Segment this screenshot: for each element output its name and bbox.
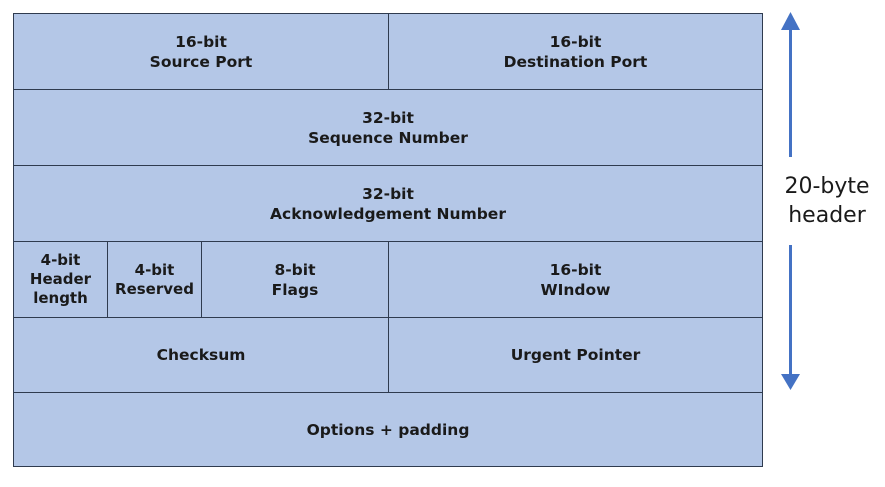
arrow-head-down bbox=[781, 374, 800, 390]
flags-size: 8-bit bbox=[274, 260, 316, 279]
destination-port-label: Destination Port bbox=[503, 52, 648, 71]
urgent-pointer-label: Urgent Pointer bbox=[510, 346, 641, 364]
header-length-size: 4-bit bbox=[40, 251, 81, 269]
arrow-shaft-bottom bbox=[789, 245, 792, 375]
options-padding-field: Options + padding bbox=[13, 392, 763, 467]
header-size-label: 20-byte header bbox=[772, 172, 882, 230]
checksum-field: Checksum bbox=[13, 317, 389, 393]
source-port-field: 16-bit Source Port bbox=[13, 13, 389, 90]
source-port-size: 16-bit bbox=[175, 32, 227, 51]
sequence-number-label: Sequence Number bbox=[308, 128, 468, 147]
source-port-label: Source Port bbox=[149, 52, 253, 71]
reserved-label: Reserved bbox=[115, 279, 194, 298]
sequence-number-field: 32-bit Sequence Number bbox=[13, 89, 763, 166]
arrow-shaft-top bbox=[789, 29, 792, 157]
ack-number-field: 32-bit Acknowledgement Number bbox=[13, 165, 763, 242]
header-size-line1: 20-byte bbox=[784, 174, 870, 199]
options-padding-label: Options + padding bbox=[306, 420, 470, 439]
urgent-pointer-field: Urgent Pointer bbox=[388, 317, 763, 393]
destination-port-field: 16-bit Destination Port bbox=[388, 13, 763, 90]
arrow-head-up bbox=[781, 12, 800, 30]
ack-number-label: Acknowledgement Number bbox=[270, 204, 506, 223]
header-span-arrow-icon bbox=[771, 12, 811, 392]
header-size-line2: header bbox=[788, 203, 866, 228]
reserved-size: 4-bit bbox=[134, 260, 175, 279]
window-size: 16-bit bbox=[549, 260, 602, 279]
checksum-label: Checksum bbox=[156, 346, 246, 364]
flags-label: Flags bbox=[271, 280, 319, 299]
window-field: 16-bit WIndow bbox=[388, 241, 763, 318]
sequence-number-size: 32-bit bbox=[362, 108, 414, 127]
window-label: WIndow bbox=[540, 280, 611, 299]
double-arrow-icon bbox=[781, 12, 800, 390]
header-length-label-line1: Header bbox=[29, 270, 92, 288]
flags-field: 8-bit Flags bbox=[201, 241, 389, 318]
ack-number-size: 32-bit bbox=[362, 184, 414, 203]
destination-port-size: 16-bit bbox=[549, 32, 602, 51]
header-length-field: 4-bit Header length bbox=[13, 241, 108, 318]
header-length-label-line2: length bbox=[33, 289, 88, 307]
reserved-field: 4-bit Reserved bbox=[107, 241, 202, 318]
tcp-header-diagram: 16-bit Source Port 16-bit Destination Po… bbox=[13, 13, 763, 467]
